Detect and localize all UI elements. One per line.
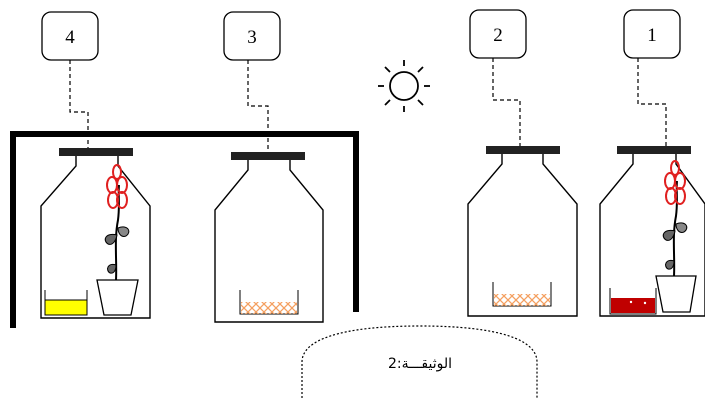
setup-4 xyxy=(40,148,151,319)
caption-text: الوثيقـــة:2 xyxy=(388,356,452,372)
setup-3 xyxy=(214,152,324,323)
label-box-3: 3 xyxy=(223,11,281,61)
jar xyxy=(214,160,324,323)
hatched-substance xyxy=(494,294,550,306)
hatched-substance xyxy=(241,302,297,314)
flower-pot-icon xyxy=(655,275,697,313)
jar xyxy=(467,154,578,317)
stopper xyxy=(486,146,560,154)
connector-1 xyxy=(637,58,667,148)
stopper xyxy=(617,146,691,154)
setup-2 xyxy=(467,146,578,317)
label-box-1: 1 xyxy=(623,9,681,59)
stopper xyxy=(59,148,133,156)
dark-cover-frame xyxy=(10,131,359,328)
red-liquid xyxy=(611,298,655,313)
caption-callout: الوثيقـــة:2 xyxy=(301,325,538,398)
connector-3 xyxy=(247,60,269,155)
connector-lines xyxy=(69,58,667,155)
jar xyxy=(40,156,151,319)
stopper xyxy=(231,152,305,160)
label-box-4: 4 xyxy=(41,11,99,61)
yellow-liquid xyxy=(44,299,88,316)
svg-text:4: 4 xyxy=(65,27,75,48)
sun-icon xyxy=(378,60,430,112)
label-box-2: 2 xyxy=(469,9,527,59)
svg-text:1: 1 xyxy=(647,25,657,46)
svg-text:3: 3 xyxy=(247,27,257,48)
svg-text:2: 2 xyxy=(493,25,503,46)
setup-1 xyxy=(599,146,705,317)
flower-pot-icon xyxy=(96,279,139,316)
connector-2 xyxy=(492,58,521,148)
